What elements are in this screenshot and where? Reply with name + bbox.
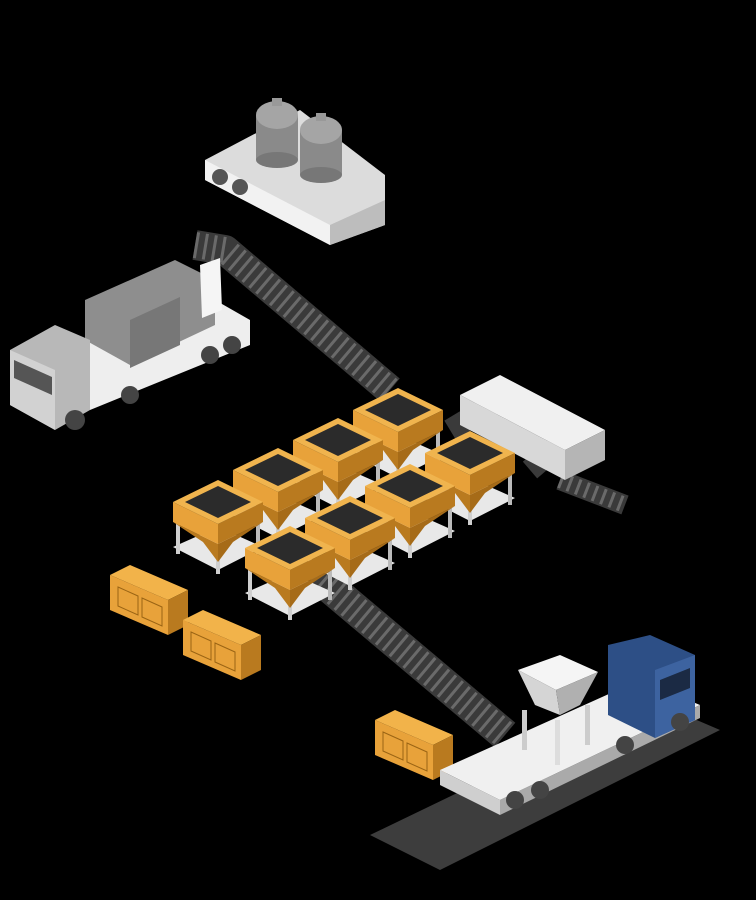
hopper <box>173 480 263 574</box>
tank <box>300 113 342 183</box>
wheel <box>232 179 248 195</box>
hopper-opening <box>437 437 503 469</box>
generators <box>110 565 453 780</box>
hopper-opening <box>245 454 311 486</box>
wheel <box>671 713 689 731</box>
wheel <box>212 169 228 185</box>
hopper-opening <box>257 532 323 564</box>
hopper-array <box>173 388 515 620</box>
hopper <box>233 448 323 542</box>
wheel <box>65 410 85 430</box>
wheel <box>223 336 241 354</box>
hopper-opening <box>377 470 443 502</box>
wheel <box>506 791 524 809</box>
conveyor-belt-lower <box>304 562 516 748</box>
conveyor-belt-upper <box>192 230 400 402</box>
hopper <box>365 464 455 558</box>
windshield <box>660 668 690 700</box>
hopper-opening <box>305 424 371 456</box>
wheel <box>201 346 219 364</box>
hopper-opening <box>317 502 383 534</box>
processing-truck <box>10 258 250 430</box>
hopper-opening <box>185 486 251 518</box>
tank-trailer <box>205 98 385 245</box>
tank <box>256 98 298 168</box>
wheel <box>531 781 549 799</box>
feed-bins <box>460 375 605 480</box>
hopper-opening <box>365 394 431 426</box>
truck-hopper <box>518 655 598 765</box>
windshield <box>14 360 52 395</box>
generator <box>375 710 453 780</box>
generator <box>183 610 261 680</box>
wheel <box>616 736 634 754</box>
generator <box>110 565 188 635</box>
hopper <box>245 526 335 620</box>
wheel <box>121 386 139 404</box>
delivery-truck <box>370 635 720 870</box>
